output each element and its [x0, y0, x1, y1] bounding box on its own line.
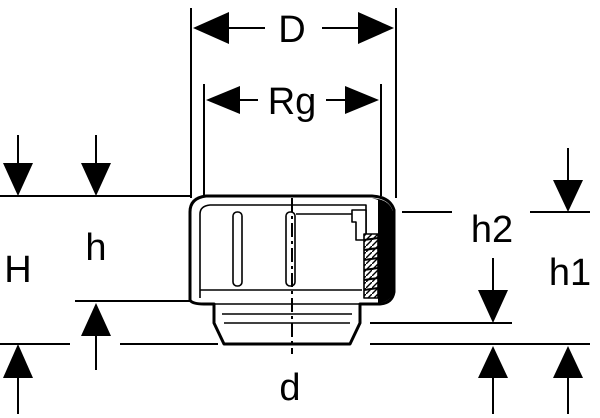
label-D: D — [278, 9, 305, 51]
label-Rg: Rg — [268, 81, 317, 123]
arrow-down-icon — [553, 180, 583, 212]
arrow-up-icon — [81, 303, 111, 336]
dimension-D — [190, 8, 397, 198]
arrow-right-icon — [345, 86, 379, 114]
arrow-left-icon — [193, 12, 229, 44]
label-d: d — [279, 367, 300, 409]
arrow-up-icon — [478, 346, 508, 378]
dimension-h1 — [478, 346, 583, 414]
arrow-down-icon — [81, 163, 111, 196]
arrow-right-icon — [358, 12, 394, 44]
arrow-down-icon — [478, 290, 508, 323]
arrow-left-icon — [206, 86, 240, 114]
dimension-h — [81, 135, 111, 370]
inner-contour — [199, 204, 367, 298]
label-h: h — [85, 227, 106, 269]
arrow-up-icon — [3, 344, 33, 378]
clip — [351, 209, 367, 241]
cap-part — [188, 194, 396, 346]
dimension-H — [3, 135, 33, 414]
seal-band — [372, 198, 393, 303]
rib — [285, 211, 296, 287]
dimension-h2 — [478, 148, 583, 323]
label-h2: h2 — [471, 209, 513, 251]
rib — [232, 211, 243, 287]
arrow-up-icon — [553, 346, 583, 378]
dimension-Rg — [203, 84, 382, 196]
reference-lines — [0, 195, 590, 345]
cap-outline — [188, 194, 396, 346]
label-H: H — [4, 249, 31, 291]
label-h1: h1 — [549, 252, 591, 294]
arrow-down-icon — [3, 163, 33, 196]
